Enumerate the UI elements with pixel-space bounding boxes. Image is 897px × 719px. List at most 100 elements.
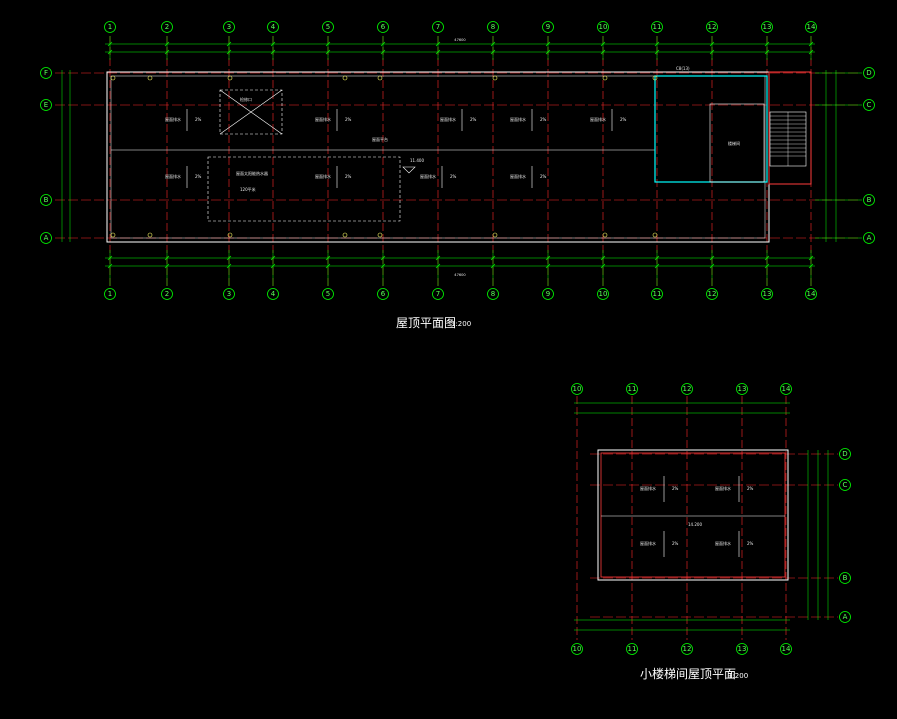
axis-label-row: D bbox=[866, 69, 871, 77]
axis-bubble bbox=[839, 572, 851, 584]
roof-drain bbox=[377, 75, 383, 81]
axis-label-col: 3 bbox=[227, 290, 231, 298]
axis-bubble bbox=[571, 383, 583, 395]
roof-drain bbox=[227, 232, 233, 238]
slope-label: 2% bbox=[450, 174, 457, 179]
roof-hatch-symbol bbox=[219, 89, 283, 135]
axis-bubble bbox=[377, 288, 389, 300]
drainage-label: 屋面排水 bbox=[590, 116, 606, 122]
axis-bubble bbox=[40, 232, 52, 244]
axis-label-col: 10 bbox=[599, 23, 608, 31]
axis-label-col: 12 bbox=[683, 645, 692, 653]
axis-bubble bbox=[432, 21, 444, 33]
drainage-label: 屋面排水 bbox=[715, 540, 731, 546]
axis-bubble bbox=[706, 288, 718, 300]
roof-drain bbox=[227, 75, 233, 81]
axis-label-col: 5 bbox=[326, 23, 330, 31]
small-plan-scale: 1:200 bbox=[728, 672, 748, 680]
slope-label: 2% bbox=[672, 541, 679, 546]
main-parapet-inner bbox=[110, 75, 766, 239]
main-vertical-axis-lines bbox=[109, 36, 812, 286]
slope-label: 2% bbox=[470, 117, 477, 122]
small-plan-title: 小楼梯间屋顶平面 bbox=[640, 666, 736, 681]
axis-label-col: 14 bbox=[782, 645, 791, 653]
axis-label-col: 4 bbox=[271, 290, 276, 298]
axis-bubble bbox=[223, 288, 235, 300]
axis-bubble bbox=[40, 194, 52, 206]
dim-total-bottom: 47600 bbox=[454, 273, 466, 277]
axis-label-row: C bbox=[867, 101, 872, 109]
axis-bubble bbox=[863, 232, 875, 244]
slope-label: 2% bbox=[747, 486, 754, 491]
slope-label: 2% bbox=[345, 117, 352, 122]
drainage-label: 屋面排水 bbox=[640, 540, 656, 546]
roof-drain bbox=[110, 75, 116, 81]
axis-label-col: 6 bbox=[381, 290, 386, 298]
axis-label-row: A bbox=[867, 234, 872, 242]
axis-bubble bbox=[542, 21, 554, 33]
axis-label-col: 1 bbox=[108, 23, 112, 31]
drainage-label: 屋面排水 bbox=[165, 116, 181, 122]
drainage-label: 屋面排水 bbox=[440, 116, 456, 122]
axis-label-row: B bbox=[44, 196, 49, 204]
axis-bubble bbox=[104, 21, 116, 33]
axis-bubble bbox=[267, 21, 279, 33]
axis-bubble bbox=[597, 21, 609, 33]
axis-label-col: 12 bbox=[708, 290, 717, 298]
axis-bubble bbox=[40, 67, 52, 79]
small-building-outline bbox=[597, 449, 789, 581]
roof-drain bbox=[652, 232, 658, 238]
axis-label-col: 4 bbox=[271, 23, 276, 31]
axis-label-col: 11 bbox=[628, 385, 637, 393]
roof-drain bbox=[602, 75, 608, 81]
axis-bubble bbox=[780, 643, 792, 655]
axis-label-col: 7 bbox=[436, 23, 440, 31]
roof-drain bbox=[342, 75, 348, 81]
axis-bubble bbox=[761, 21, 773, 33]
roof-drain bbox=[652, 75, 658, 81]
roof-drain bbox=[492, 232, 498, 238]
axis-label-row: C bbox=[843, 481, 848, 489]
axis-label-col: 7 bbox=[436, 290, 440, 298]
axis-label-row: A bbox=[44, 234, 49, 242]
axis-bubble bbox=[487, 21, 499, 33]
axis-label-col: 13 bbox=[738, 645, 747, 653]
dim-total-top: 47600 bbox=[454, 38, 466, 42]
slope-label: 2% bbox=[672, 486, 679, 491]
axis-bubble bbox=[161, 288, 173, 300]
axis-bubble bbox=[651, 288, 663, 300]
roof-drain bbox=[342, 232, 348, 238]
drainage-label: 屋面排水 bbox=[315, 173, 331, 179]
axis-bubble bbox=[377, 21, 389, 33]
axis-label-col: 13 bbox=[738, 385, 747, 393]
axis-bubble bbox=[40, 99, 52, 111]
axis-label-row: D bbox=[842, 450, 847, 458]
axis-bubble bbox=[626, 383, 638, 395]
axis-label-col: 11 bbox=[653, 23, 662, 31]
axis-label-col: 2 bbox=[165, 290, 169, 298]
axis-label-row: E bbox=[44, 101, 48, 109]
axis-bubble bbox=[839, 479, 851, 491]
axis-bubble bbox=[104, 288, 116, 300]
small-elevation: 14.200 bbox=[688, 522, 702, 527]
axis-bubble bbox=[681, 643, 693, 655]
roof-drain bbox=[492, 75, 498, 81]
roof-drain bbox=[377, 232, 383, 238]
stair-treads bbox=[769, 111, 807, 167]
axis-label-col: 14 bbox=[807, 23, 816, 31]
axis-label-col: 8 bbox=[491, 290, 495, 298]
solar-note-line2: 120平米 bbox=[240, 186, 256, 192]
axis-label-col: 14 bbox=[807, 290, 816, 298]
axis-label-col: 10 bbox=[573, 385, 582, 393]
axis-bubble bbox=[706, 21, 718, 33]
small-vertical-axis-lines bbox=[576, 396, 787, 640]
slope-label: 2% bbox=[620, 117, 627, 122]
axis-bubble bbox=[571, 643, 583, 655]
axis-bubble bbox=[863, 194, 875, 206]
axis-label-row: B bbox=[867, 196, 872, 204]
axis-bubble bbox=[839, 448, 851, 460]
